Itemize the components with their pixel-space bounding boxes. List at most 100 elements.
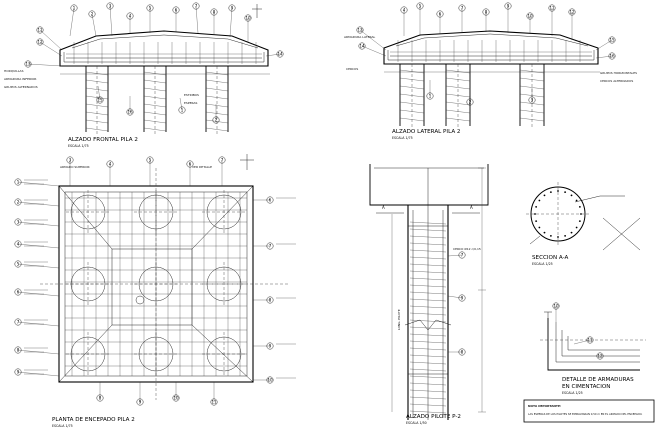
rebar-dot <box>578 205 581 208</box>
detail-view-scale: ESCALA 1/25 <box>562 391 583 395</box>
pile-stirrup <box>143 71 167 76</box>
mark-bubble <box>608 36 616 44</box>
mark-bubble <box>356 26 364 34</box>
mark-bubble-number: 12 <box>37 39 43 44</box>
leader-line <box>595 55 613 59</box>
rebar-dot <box>575 226 578 229</box>
pile-stirrup <box>409 256 447 260</box>
mark-bubble-number: 15 <box>97 97 103 102</box>
mark-bubble <box>14 318 22 326</box>
mark-bubble-number: 1 <box>17 179 20 184</box>
pile-stirrup <box>445 69 471 74</box>
mark-bubble-number: 5 <box>149 5 152 10</box>
mark-bubble-number: 6 <box>175 7 178 12</box>
front-label-grupos: GRUPOS ALTERNADOS <box>4 85 38 89</box>
pile-stirrup <box>409 333 447 337</box>
pile-stirrup <box>409 410 447 414</box>
pile-stirrup <box>143 111 167 116</box>
leader-line <box>265 53 281 57</box>
pile-stirrup <box>409 277 447 281</box>
pile-stirrup <box>445 109 471 114</box>
side-label-cercos-alt: CERCOS ALTERNADOS <box>600 79 633 83</box>
section-mark-left: A <box>382 205 385 210</box>
leader-line <box>179 97 183 111</box>
pile-elevation-view: A A 789 CERCO Ø12 c/0,15 LONG. PILOTE AL… <box>369 164 489 425</box>
mark-bubble <box>552 302 560 310</box>
mark-bubble <box>210 398 218 406</box>
leader-line <box>109 5 113 37</box>
mark-bubble-number: 9 <box>17 369 20 374</box>
pile-stirrup <box>519 69 545 74</box>
mark-bubble-number: 9 <box>461 295 464 300</box>
pile-stirrup <box>445 117 471 122</box>
pile-stirrup <box>399 85 425 90</box>
pile-stirrup <box>519 117 545 122</box>
pile-stirrup <box>409 396 447 400</box>
pile-stirrup <box>399 93 425 98</box>
mark-bubble <box>266 242 274 250</box>
pile-stirrup <box>409 298 447 302</box>
mark-bubble-number: 6 <box>269 197 272 202</box>
mark-bubble-number: 3 <box>69 157 72 162</box>
mark-bubble <box>596 352 604 360</box>
leader-line <box>229 7 233 38</box>
leader-line <box>447 254 463 257</box>
front-elevation-title: ALZADO FRONTAL PILA 2 <box>68 137 138 143</box>
detail-view-title-2: EN CIMENTACION <box>562 384 610 390</box>
leader-line <box>91 13 97 37</box>
mark-bubble-number: 13 <box>357 27 363 32</box>
mark-bubble <box>146 156 154 164</box>
mark-bubble-number: 3 <box>17 219 20 224</box>
rebar-dot <box>570 194 573 197</box>
pile-stirrup <box>399 77 425 82</box>
mark-bubble-number: 8 <box>269 297 272 302</box>
pile-stirrup <box>445 101 471 106</box>
mark-bubble-number: 10 <box>267 377 273 382</box>
pile-stirrup <box>205 119 229 124</box>
leader-line <box>27 63 63 67</box>
rebar-dot <box>564 191 567 194</box>
pile-stirrup <box>143 87 167 92</box>
mark-bubble <box>172 394 180 402</box>
mark-bubble-number: 11 <box>37 27 43 32</box>
leader-line <box>573 339 591 345</box>
mark-bubble <box>126 108 134 116</box>
rebar-dot <box>535 205 538 208</box>
mark-bubble <box>146 4 154 12</box>
mark-bubble-number: 7 <box>17 319 20 324</box>
mark-bubble <box>36 26 44 34</box>
note-heading: NOTA IMPORTANTE: <box>528 404 561 408</box>
pile-stirrup <box>399 101 425 106</box>
detail-view-title-1: DETALLE DE ARMADURAS <box>562 377 634 383</box>
front-label-esperas: ESPERAS <box>184 101 198 105</box>
side-label-grupos: GRUPOS HORIZONTALES <box>600 71 637 75</box>
mark-bubble <box>528 96 536 104</box>
pile-stirrup <box>85 111 109 116</box>
mark-bubble-number: 7 <box>221 157 224 162</box>
pile-stirrup <box>205 71 229 76</box>
mark-bubble-number: 4 <box>403 7 406 12</box>
mark-bubble <box>172 6 180 14</box>
section-view-title: SECCION A-A <box>532 255 569 261</box>
mark-bubble <box>426 92 434 100</box>
mark-bubble-number: 8 <box>485 9 488 14</box>
pile-stirrup <box>85 71 109 76</box>
pile-stirrup <box>85 127 109 132</box>
pile-stirrup <box>409 319 447 323</box>
pile-stirrup <box>143 119 167 124</box>
plan-diagonal <box>191 185 254 250</box>
pile-stirrup <box>409 263 447 267</box>
mark-bubble <box>106 2 114 10</box>
pile-stirrup <box>409 312 447 316</box>
mark-bubble <box>266 296 274 304</box>
mark-bubble-number: 9 <box>231 5 234 10</box>
mark-bubble-number: 14 <box>277 51 283 56</box>
pile-stirrup <box>85 87 109 92</box>
side-elevation-scale: ESCALA 1/75 <box>392 136 413 140</box>
mark-bubble <box>244 14 252 22</box>
pile-stirrup <box>85 79 109 84</box>
